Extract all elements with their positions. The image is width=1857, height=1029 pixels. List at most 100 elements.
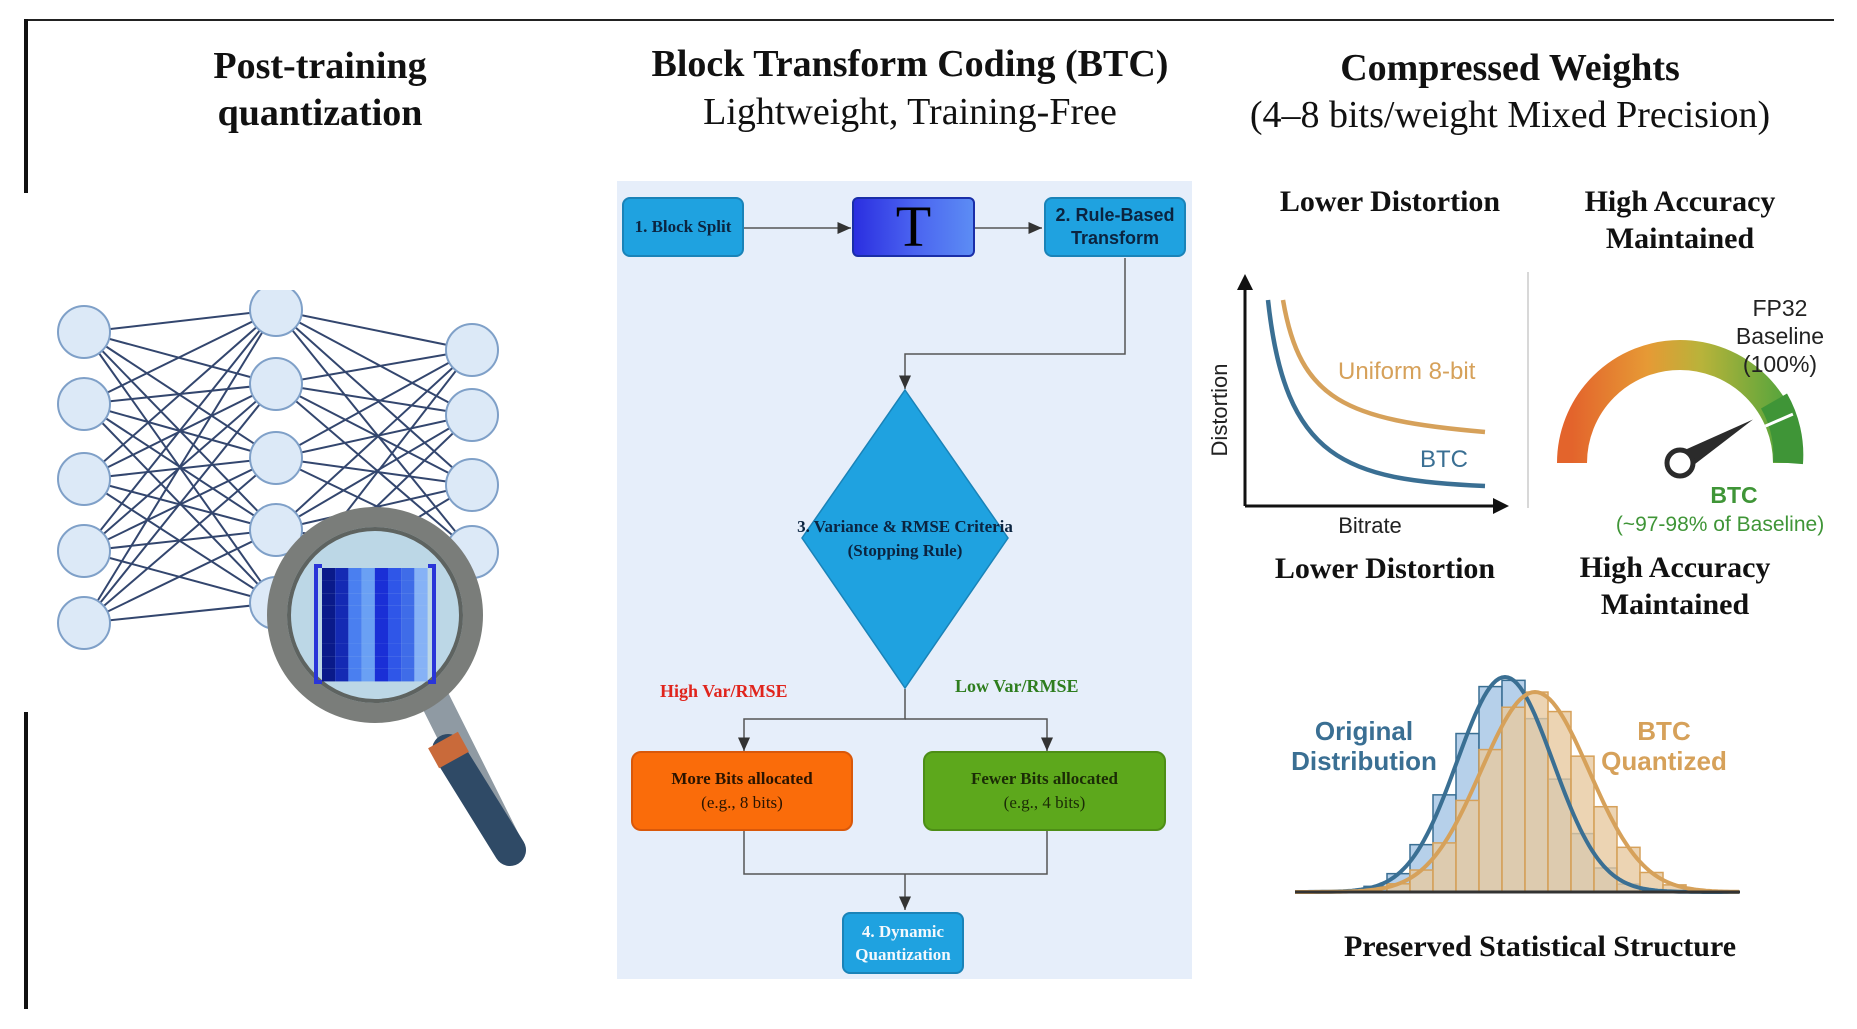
weight-matrix-icon [322,568,428,682]
distortion-heading-top: Lower Distortion [1279,185,1501,218]
weight-cell [335,568,349,581]
weight-cell [335,631,349,644]
weight-cell [361,605,375,619]
weight-cell [414,593,428,606]
weight-cell [361,593,375,606]
weight-cell [401,605,415,619]
network-node [57,596,111,650]
left-title-line1: Post-training [213,45,427,87]
network-edge [275,309,473,486]
baseline-label-line1: FP32 [1753,295,1808,321]
more-bits-example: (e.g., 8 bits) [701,793,783,812]
weight-cell [414,580,428,594]
weight-cell [374,568,388,581]
low-var-branch-label: Low Var/RMSE [955,676,1079,696]
network-edge [83,309,277,624]
weight-cell [414,668,428,682]
weight-cell [348,656,362,669]
network-edge [83,309,277,480]
accuracy-heading-top-line2: Maintained [1605,222,1755,255]
network-edge [83,457,277,624]
weight-cell [335,618,349,631]
weight-cell [414,568,428,581]
right-column-title: Compressed Weights [1340,47,1680,89]
magnifier-icon [267,507,526,866]
network-edge [83,309,277,552]
accuracy-heading-bottom: High Accuracy Maintained [1535,549,1815,623]
chart-divider [1527,272,1529,508]
weight-cell [388,668,402,682]
network-node [57,305,111,359]
neural-network-illustration [57,290,526,866]
btc-bar [1501,706,1526,893]
block-split-box: 1. Block Split [622,197,744,257]
weight-cell [401,568,415,581]
criteria-diamond [801,388,1009,690]
btc-curve-label: BTC [1420,446,1468,473]
left-rule-lower [24,712,28,1009]
network-node [57,524,111,578]
weight-cell [335,605,349,619]
weight-cell [414,643,428,657]
baseline-label-line2: Baseline [1736,323,1824,349]
accuracy-gauge: FP32 Baseline (100%) BTC (~97-98% of Bas… [1557,295,1824,536]
weight-cell [374,605,388,619]
weight-cell [361,631,375,644]
weight-cell [348,568,362,581]
weight-cell [374,631,388,644]
high-var-branch-label: High Var/RMSE [660,681,788,701]
network-edge [275,383,473,553]
btc-curve [1265,299,1486,489]
weight-cell [388,580,402,594]
weight-cell [348,618,362,631]
network-node [249,357,303,411]
block-split-label: 1. Block Split [634,217,732,236]
weight-cell [361,568,375,581]
weight-cell [361,656,375,669]
original-distribution-label-line2: Distribution [1291,746,1437,776]
more-bits-label: More Bits allocated [671,769,813,788]
weight-cell [374,656,388,669]
weight-cell [348,643,362,657]
gauge-hub [1664,447,1696,479]
accuracy-heading-bottom-line2: Maintained [1600,588,1750,621]
network-edge [83,383,277,624]
weight-cell [388,605,402,619]
fewer-bits-example: (e.g., 4 bits) [1003,793,1086,812]
weight-cell [361,643,375,657]
network-edge [275,349,473,531]
weight-cell [322,618,336,631]
middle-column-subtitle: Lightweight, Training-Free [703,91,1117,133]
left-title-line2: quantization [217,92,423,134]
network-edge [83,602,277,624]
left-rule-upper [24,19,28,193]
weight-cell [414,656,428,669]
dynamic-label-line2: Quantization [855,945,951,964]
network-edge [275,309,473,553]
weight-cell [322,593,336,606]
weight-cell [414,631,428,644]
rule-based-label-line1: 2. Rule-Based [1055,205,1175,225]
weight-cell [374,618,388,631]
dynamic-label-line1: 4. Dynamic [861,922,945,941]
network-edge [275,414,473,459]
transform-symbol: T [895,194,932,259]
weight-cell [361,580,375,594]
weight-cell [414,618,428,631]
flowchart-connectors [738,222,1126,910]
fewer-bits-box: Fewer Bits allocated (e.g., 4 bits) [923,751,1166,831]
weight-cell [388,631,402,644]
distortion-bitrate-chart: Distortion Bitrate Uniform 8-bit BTC [1207,274,1509,538]
dynamic-quantization-box: 4. Dynamic Quantization [842,912,964,974]
gauge-btc-label: BTC [1710,482,1757,508]
weight-cell [401,593,415,606]
uniform-8bit-label: Uniform 8-bit [1338,358,1476,385]
weight-cell [348,593,362,606]
weight-cell [401,580,415,594]
network-node [445,388,499,442]
weight-cell [335,593,349,606]
weight-cell [348,631,362,644]
distortion-axis-label: Distortion [1207,364,1232,457]
weight-cell [388,656,402,669]
fewer-bits-label: Fewer Bits allocated [971,769,1118,788]
